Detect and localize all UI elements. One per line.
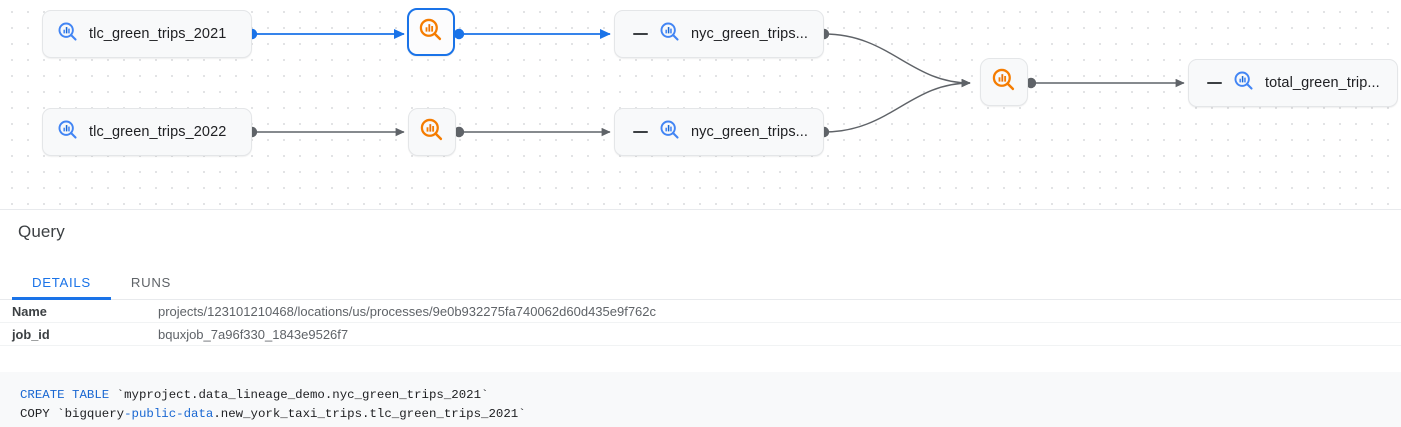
sql-line1-rest: `myproject.data_lineage_demo.nyc_green_t… (109, 388, 489, 402)
graph-node-label: tlc_green_trips_2022 (89, 124, 227, 140)
sql-line2-pre: COPY `bigquery (20, 407, 125, 421)
lineage-search-orange-icon (419, 117, 445, 148)
tab-bar: DETAILS RUNS (0, 265, 1401, 300)
graph-node-nyc-green-trips-1[interactable]: nyc_green_trips... (614, 10, 824, 58)
sql-line2-rest: .new_york_taxi_trips.tlc_green_trips_202… (213, 407, 526, 421)
lineage-search-blue-icon (57, 21, 79, 48)
field-value: projects/123101210468/locations/us/proce… (158, 303, 657, 319)
field-row-name: Name projects/123101210468/locations/us/… (0, 300, 1401, 323)
lineage-search-orange-icon (991, 67, 1017, 98)
graph-node-label: nyc_green_trips... (691, 26, 809, 42)
graph-node-label: tlc_green_trips_2021 (89, 26, 227, 42)
lineage-search-orange-icon (418, 17, 444, 48)
collapse-node-icon[interactable] (1201, 70, 1227, 96)
page-title: Query (18, 222, 65, 241)
lineage-graph-canvas[interactable]: tlc_green_trips_2021 tlc_green_trips_202… (0, 0, 1401, 210)
field-value: bquxjob_7a96f330_1843e9526f7 (158, 326, 349, 342)
lineage-search-blue-icon (57, 119, 79, 146)
lineage-search-blue-icon (659, 21, 681, 48)
graph-node-label: total_green_trip... (1265, 75, 1380, 91)
graph-node-label: nyc_green_trips... (691, 124, 809, 140)
field-row-job-id: job_id bquxjob_7a96f330_1843e9526f7 (0, 323, 1401, 346)
lineage-search-blue-icon (659, 119, 681, 146)
sql-keyword-public-data: -public-data (124, 407, 214, 421)
field-key: job_id (12, 326, 50, 342)
graph-process-node-2[interactable] (408, 108, 456, 156)
graph-node-total-green-trips[interactable]: total_green_trip... (1188, 59, 1398, 107)
sql-keyword-create-table: CREATE TABLE (20, 388, 110, 402)
graph-node-nyc-green-trips-2[interactable]: nyc_green_trips... (614, 108, 824, 156)
graph-process-node-3[interactable] (980, 58, 1028, 106)
graph-node-tlc-green-trips-2022[interactable]: tlc_green_trips_2022 (42, 108, 252, 156)
tab-runs[interactable]: RUNS (130, 274, 172, 290)
lineage-search-blue-icon (1233, 70, 1255, 97)
details-panel: Query DETAILS RUNS Name projects/1231012… (0, 209, 1401, 427)
collapse-node-icon[interactable] (627, 119, 653, 145)
sql-code-block: CREATE TABLE `myproject.data_lineage_dem… (0, 372, 1401, 427)
graph-node-tlc-green-trips-2021[interactable]: tlc_green_trips_2021 (42, 10, 252, 58)
graph-process-node-1[interactable] (407, 8, 455, 56)
collapse-node-icon[interactable] (627, 21, 653, 47)
tab-details[interactable]: DETAILS (12, 265, 111, 300)
field-key: Name (12, 303, 47, 319)
